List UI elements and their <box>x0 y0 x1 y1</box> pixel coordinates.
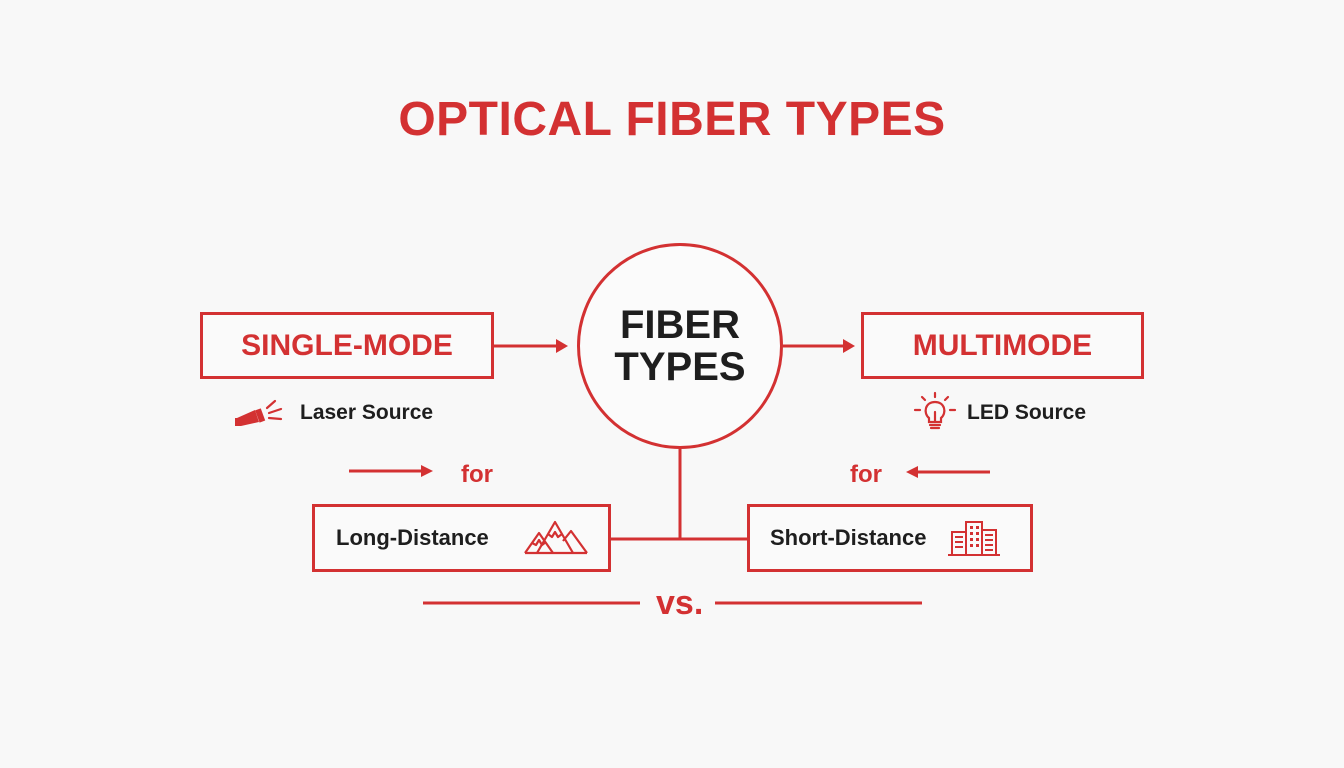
multimode-label: MULTIMODE <box>912 328 1093 362</box>
long-distance-box: Long-Distance <box>312 504 611 572</box>
single-mode-label: SINGLE-MODE <box>241 328 453 362</box>
left-for-label: for <box>461 461 493 488</box>
multimode-box: MULTIMODE <box>861 312 1144 379</box>
lightbulb-icon <box>913 391 959 433</box>
vs-label: vs. <box>656 584 704 622</box>
led-source-label: LED Source <box>967 401 1087 424</box>
short-distance-box: Short-Distance <box>747 504 1033 572</box>
center-label-line1: FIBER <box>620 303 740 347</box>
single-mode-box: SINGLE-MODE <box>200 312 494 379</box>
long-distance-label: Long-Distance <box>336 525 489 550</box>
right-for-label: for <box>850 461 882 488</box>
fiber-types-circle: FIBER TYPES <box>577 243 783 449</box>
laser-source-label: Laser Source <box>300 401 434 424</box>
page-title: OPTICAL FIBER TYPES <box>398 93 946 146</box>
mountain-icon <box>523 519 589 557</box>
laser-icon <box>233 398 289 428</box>
center-label-line2: TYPES <box>614 345 746 389</box>
building-icon <box>948 518 1001 558</box>
short-distance-label: Short-Distance <box>770 525 927 550</box>
